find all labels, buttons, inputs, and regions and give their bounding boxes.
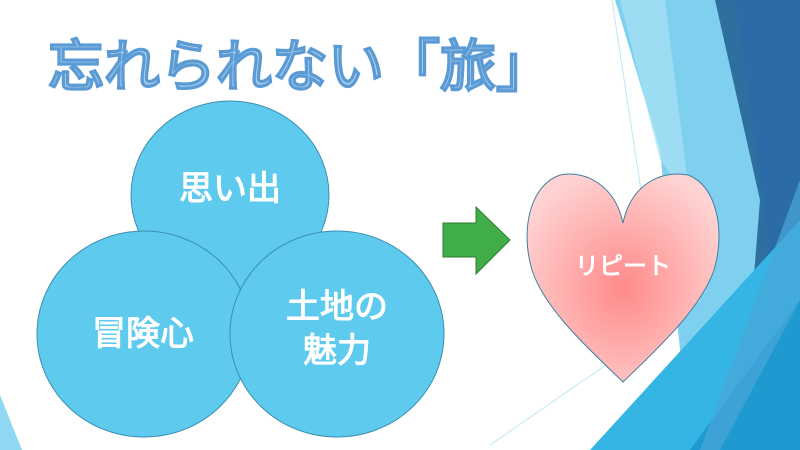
circle-label-local-charm-1: 土地の bbox=[286, 287, 388, 327]
arrow-right-icon bbox=[442, 205, 511, 276]
slide-title: 忘れられない「旅」 bbox=[48, 35, 552, 100]
circle-label-local-charm-2: 魅力 bbox=[303, 331, 371, 371]
heart-icon bbox=[526, 173, 720, 383]
circle-local-charm bbox=[229, 230, 445, 438]
circle-label-memories: 思い出 bbox=[179, 169, 281, 209]
circle-label-adventure: 冒険心 bbox=[92, 314, 194, 354]
heart-label: リピート bbox=[575, 252, 671, 280]
